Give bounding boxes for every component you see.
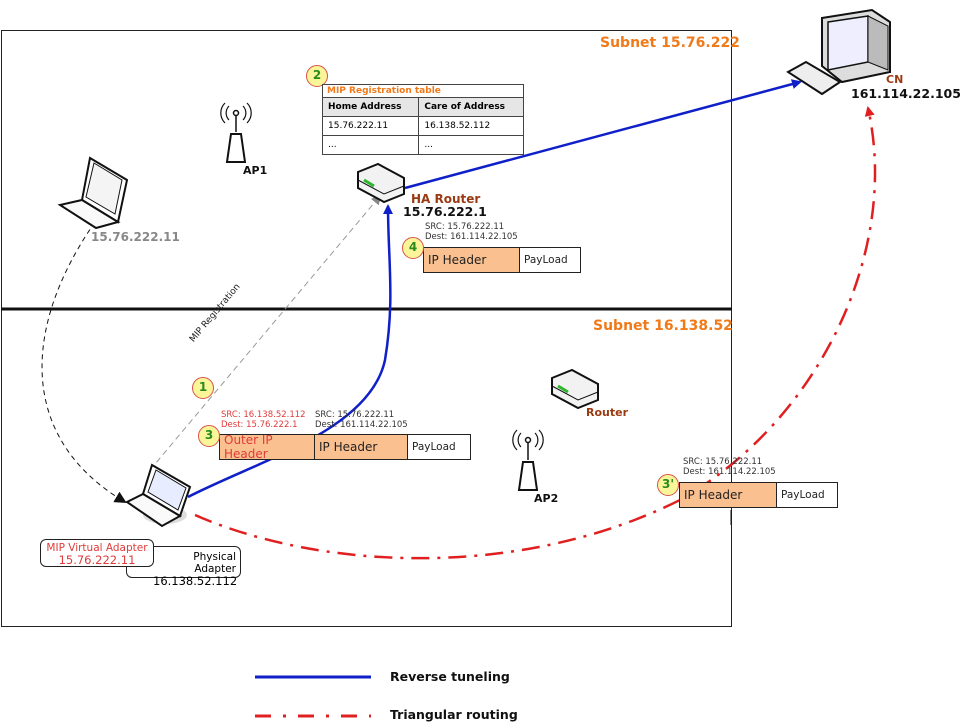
table-cell: ... [418, 135, 524, 155]
subnet-bottom-label: Subnet 16.138.52 [593, 318, 733, 334]
packet-3-outer-dest: Dest: 15.76.222.1 [221, 420, 298, 430]
laptop-home-icon [57, 156, 129, 230]
packet-3-payload: PayLoad [408, 435, 470, 459]
cn-ip: 161.114.22.105 [851, 86, 961, 101]
packet-4-src: SRC: 15.76.222.11 [425, 222, 505, 232]
move-path [41, 221, 127, 504]
subnet-frame [1, 30, 732, 627]
laptop-mobile-icon [125, 463, 192, 528]
cn-label: CN [886, 73, 904, 86]
packet-4-payload: PayLoad [520, 248, 580, 272]
ha-router-icon [357, 162, 405, 204]
ap1-icon [220, 102, 252, 163]
ap1-label: AP1 [243, 164, 268, 177]
router-icon [551, 368, 599, 410]
reverse-tunnel-path-1 [187, 204, 394, 499]
packet-3p-src: SRC: 15.76.222.11 [683, 457, 763, 467]
table-cell: ... [321, 135, 420, 155]
packet-3: Outer IP Header IP Header PayLoad [219, 433, 471, 461]
packet-3p-payload: PayLoad [777, 483, 837, 507]
mip-registration-table: MIP Registration table Home Address Care… [321, 84, 524, 155]
step-3p-badge: 3' [657, 474, 679, 496]
step-4-badge: 4 [402, 237, 424, 259]
ha-router-label: HA Router [411, 192, 481, 206]
laptop-home-ip: 15.76.222.11 [91, 230, 180, 244]
packet-4-header: IP Header [424, 248, 520, 272]
packet-4-dest: Dest: 161.114.22.105 [425, 232, 518, 242]
packet-3p: IP Header PayLoad [679, 482, 838, 508]
subnet-top-label: Subnet 15.76.222 [600, 35, 740, 51]
router-label: Router [586, 406, 629, 419]
packet-3-outer-src: SRC: 16.138.52.112 [221, 410, 306, 420]
legend-triangular-label: Triangular routing [390, 707, 518, 722]
table-cell: 15.76.222.11 [321, 116, 420, 136]
physical-adapter-ip: 16.138.52.112 [153, 574, 238, 588]
mip-table-header: Home Address [321, 97, 420, 117]
reverse-tunnel-path-2 [404, 79, 802, 190]
step-1-badge: 1 [192, 377, 214, 399]
packet-4: IP Header PayLoad [423, 247, 581, 273]
cn-computer-icon [786, 8, 891, 96]
step-3-badge: 3 [198, 425, 220, 447]
ap2-label: AP2 [534, 492, 559, 505]
virtual-adapter-box: MIP Virtual Adapter 15.76.222.11 [40, 539, 154, 567]
virtual-adapter-label: MIP Virtual Adapter [46, 542, 148, 554]
mip-table-header: Care of Address [418, 97, 524, 117]
virtual-adapter-ip: 15.76.222.11 [58, 553, 136, 567]
legend-reverse-label: Reverse tuneling [390, 669, 510, 684]
packet-3-inner-src: SRC: 15.76.222.11 [315, 410, 395, 420]
packet-3-outer-header: Outer IP Header [220, 433, 315, 461]
table-row: 15.76.222.11 16.138.52.112 [321, 116, 524, 136]
ap2-icon [512, 429, 544, 491]
ha-router-ip: 15.76.222.1 [403, 204, 487, 219]
packet-3-inner-header: IP Header [315, 435, 408, 459]
packet-3p-header: IP Header [680, 483, 777, 507]
table-cell: 16.138.52.112 [418, 116, 524, 136]
physical-adapter-label: Physical Adapter [193, 551, 236, 575]
packet-3-inner-dest: Dest: 161.114.22.105 [315, 420, 408, 430]
packet-3p-dest: Dest: 161.114.22.105 [683, 467, 776, 477]
step-2-badge: 2 [306, 65, 328, 87]
table-row: ... ... [321, 135, 524, 155]
triangular-route-path [194, 106, 877, 560]
mip-table-title: MIP Registration table [322, 84, 524, 97]
